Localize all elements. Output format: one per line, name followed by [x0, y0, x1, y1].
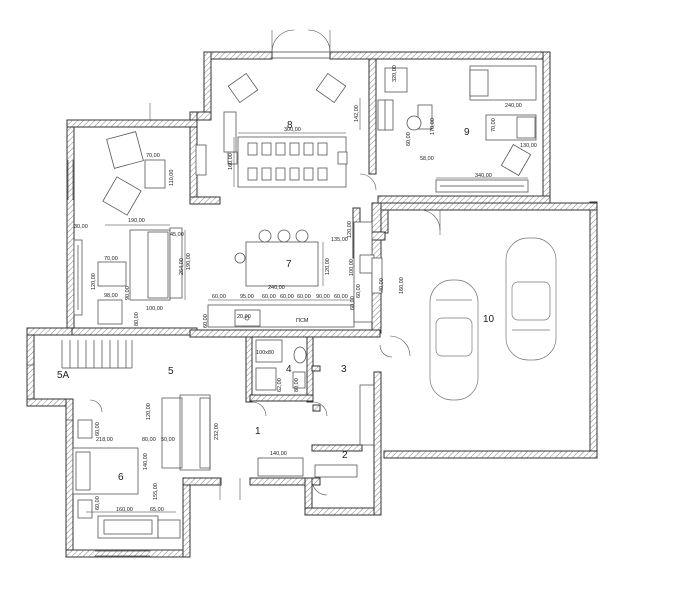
- dim-label: 60,00: [334, 294, 348, 300]
- dim-label: 120,00: [347, 221, 353, 238]
- car-icon: [505, 237, 557, 361]
- dim-label: 160,00: [116, 507, 133, 513]
- dimension-labels: 300,00 160,00 142,00 70,00 110,00 190,00…: [74, 65, 537, 513]
- dim-label: 120,00: [146, 403, 152, 420]
- dim-label: 320,00: [392, 65, 398, 82]
- dim-label: 90,00: [125, 286, 131, 300]
- dim-label: 240,00: [505, 103, 522, 109]
- dim-label: 155,00: [153, 483, 159, 500]
- storage-2: [257, 457, 358, 478]
- dim-label: 300,00: [284, 127, 301, 133]
- dim-label: 120,00: [91, 273, 97, 290]
- dim-label: 140,00: [270, 451, 287, 457]
- armchair-icon: [106, 131, 144, 169]
- dim-label: 60,00: [95, 422, 101, 436]
- room-label-4: 4: [286, 364, 292, 375]
- armchair-icon: [102, 176, 142, 216]
- room-label-1: 1: [255, 426, 261, 437]
- dim-label: 60,00: [406, 132, 412, 146]
- room-label-9: 9: [464, 127, 470, 138]
- dim-label: 190,00: [128, 218, 145, 224]
- dim-label: 218,00: [96, 437, 113, 443]
- room-label-6: 6: [118, 472, 124, 483]
- kitchen: [207, 221, 383, 328]
- dim-label: 60,00: [280, 294, 294, 300]
- room-label-10: 10: [483, 314, 495, 325]
- bathroom-4: [255, 339, 307, 391]
- dim-label: 62,00: [277, 378, 283, 392]
- dim-label: 240,00: [268, 285, 285, 291]
- dim-label: 135,00: [331, 237, 348, 243]
- dim-label: 30,00: [74, 224, 88, 230]
- dim-label: 60,00: [350, 296, 356, 310]
- dim-label: 95,00: [240, 294, 254, 300]
- room-labels: 1 2 3 4 5 5A 6 7 8 9 10: [57, 120, 495, 483]
- dim-label: 80,00: [142, 437, 156, 443]
- dim-label: 60,00: [203, 314, 209, 328]
- dim-label: 80,00: [134, 312, 140, 326]
- dim-label: 190,00: [186, 253, 192, 270]
- armchair-icon: [97, 299, 123, 325]
- dim-label: 90,00: [316, 294, 330, 300]
- dim-label: 264,00: [179, 258, 185, 275]
- dim-label: 60,00: [356, 284, 362, 298]
- appliance-label: ПСМ: [296, 318, 309, 324]
- sink-icon: [255, 367, 277, 391]
- shower: [255, 339, 283, 363]
- dim-label: 100x80: [256, 350, 274, 356]
- room-label-5: 5: [168, 366, 174, 377]
- kitchen-island: [245, 241, 319, 287]
- counter: [207, 304, 355, 328]
- dim-label: 65,00: [150, 507, 164, 513]
- dim-label: 60,00: [262, 294, 276, 300]
- bedroom-9: [377, 65, 537, 193]
- dim-label: 40,00: [379, 278, 385, 292]
- dim-label: 340,00: [475, 173, 492, 179]
- dim-label: 160,00: [399, 277, 405, 294]
- dim-label: 70,00: [146, 153, 160, 159]
- armchair-icon: [315, 72, 347, 104]
- dim-label: 98,00: [104, 293, 118, 299]
- door-swings: [89, 29, 441, 500]
- dim-label: 50,00: [161, 437, 175, 443]
- dim-label: 20,00: [237, 314, 251, 320]
- room-label-8: 8: [287, 120, 293, 131]
- toilet-icon: [293, 346, 307, 364]
- dim-label: 232,00: [214, 423, 220, 440]
- dim-label: 170,00: [430, 118, 436, 135]
- dim-label: 140,00: [143, 453, 149, 470]
- dim-label: 58,00: [420, 156, 434, 162]
- dim-label: 80,00: [294, 378, 300, 392]
- dim-label: 120,00: [325, 258, 331, 275]
- dim-label: 45,00: [170, 232, 184, 238]
- dim-label: 60,00: [297, 294, 311, 300]
- dim-label: 60,00: [95, 496, 101, 510]
- garage: [429, 237, 557, 401]
- dim-label: 100,00: [146, 306, 163, 312]
- dim-label: 130,00: [520, 143, 537, 149]
- dim-label: 100,00: [349, 259, 355, 276]
- living-room: [73, 131, 186, 325]
- dim-label: 70,00: [104, 256, 118, 262]
- room-label-5a: 5A: [57, 370, 70, 381]
- fireplace: [195, 144, 207, 176]
- car-icon: [429, 279, 479, 401]
- dim-label: 160,00: [228, 153, 234, 170]
- dim-label: 142,00: [354, 105, 360, 122]
- bedroom-6: [72, 419, 181, 539]
- stairs-5a: [61, 340, 133, 369]
- dim-label: 110,00: [169, 170, 175, 186]
- windows: [27, 51, 598, 557]
- room-label-2: 2: [342, 450, 348, 461]
- armchair-icon: [227, 72, 259, 104]
- dim-label: 70,00: [491, 118, 497, 132]
- armchair-icon: [500, 144, 532, 176]
- dining-room: [195, 72, 361, 188]
- room-label-7: 7: [286, 259, 292, 270]
- dim-label: 60,00: [212, 294, 226, 300]
- room-label-3: 3: [341, 364, 347, 375]
